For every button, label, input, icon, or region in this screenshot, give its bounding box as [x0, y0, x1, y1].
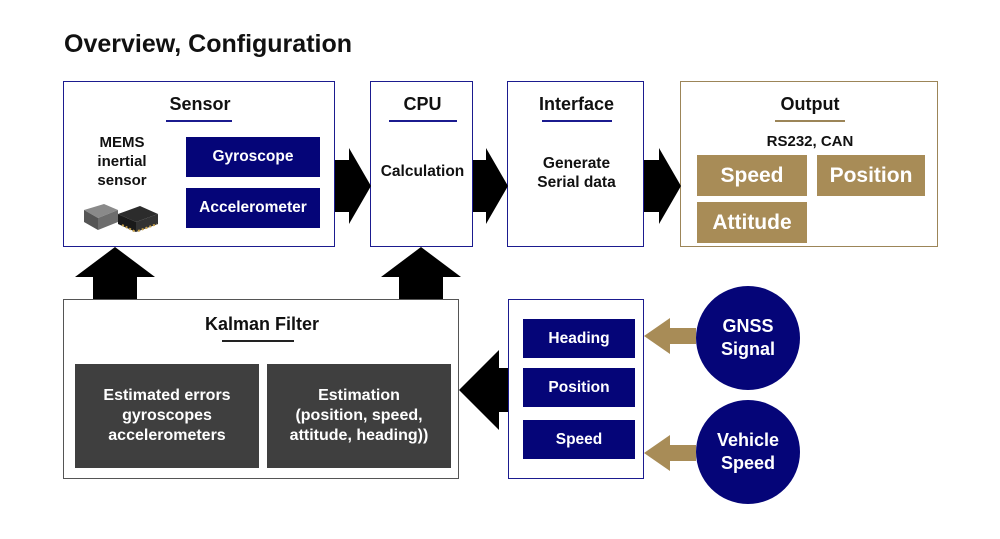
accelerometer-label: Accelerometer	[186, 188, 320, 228]
arrow-vehicle-to-speed	[644, 435, 696, 471]
kalman-filter-box: Kalman Filter Estimated errors gyroscope…	[63, 299, 459, 479]
kalman-estimation: Estimation (position, speed, attitude, h…	[267, 364, 451, 468]
arrow-kalman-to-sensor	[75, 247, 155, 300]
interface-body: Generate Serial data	[537, 155, 616, 192]
kalman-header-underline	[222, 340, 294, 342]
arrow-sensor-to-cpu	[335, 148, 371, 224]
gyroscope-label: Gyroscope	[186, 137, 320, 177]
kalman-header: Kalman Filter	[204, 314, 320, 334]
arrow-gnss-to-heading	[644, 318, 696, 354]
interface-box: Interface Generate Serial data	[507, 81, 644, 247]
sensor-box: Sensor MEMS inertial sensor Gyroscope Ac…	[63, 81, 335, 247]
sensor-header: Sensor	[169, 94, 231, 114]
cpu-box: CPU Calculation	[370, 81, 473, 247]
cpu-header: CPU	[403, 94, 442, 114]
output-header-underline	[775, 120, 845, 122]
mems-label: MEMS inertial sensor	[97, 134, 147, 189]
output-speed: Speed	[697, 155, 807, 196]
input-heading: Heading	[523, 319, 635, 358]
arrow-cpu-to-interface	[473, 148, 508, 224]
output-position: Position	[817, 155, 925, 196]
interface-header-underline	[542, 120, 612, 122]
mems-chip-image	[82, 194, 162, 234]
input-position: Position	[523, 368, 635, 407]
vehicle-speed-circle: Vehicle Speed	[696, 400, 800, 504]
arrow-kalman-to-cpu	[381, 247, 461, 300]
output-attitude: Attitude	[697, 202, 807, 243]
sensor-header-underline	[166, 120, 232, 122]
interface-header: Interface	[538, 94, 615, 114]
output-box: Output RS232, CAN Speed Position Attitud…	[680, 81, 938, 247]
kalman-errors: Estimated errors gyroscopes acceleromete…	[75, 364, 259, 468]
gnss-signal-circle: GNSS Signal	[696, 286, 800, 390]
arrow-inputs-to-kalman	[459, 350, 509, 430]
page-title: Overview, Configuration	[64, 30, 353, 58]
arrow-interface-to-output	[644, 148, 681, 224]
cpu-body: Calculation	[380, 163, 465, 180]
inputs-box: Heading Position Speed	[508, 299, 644, 479]
cpu-header-underline	[389, 120, 457, 122]
output-header: Output	[780, 94, 840, 114]
output-subtitle: RS232, CAN	[766, 133, 854, 150]
input-speed: Speed	[523, 420, 635, 459]
